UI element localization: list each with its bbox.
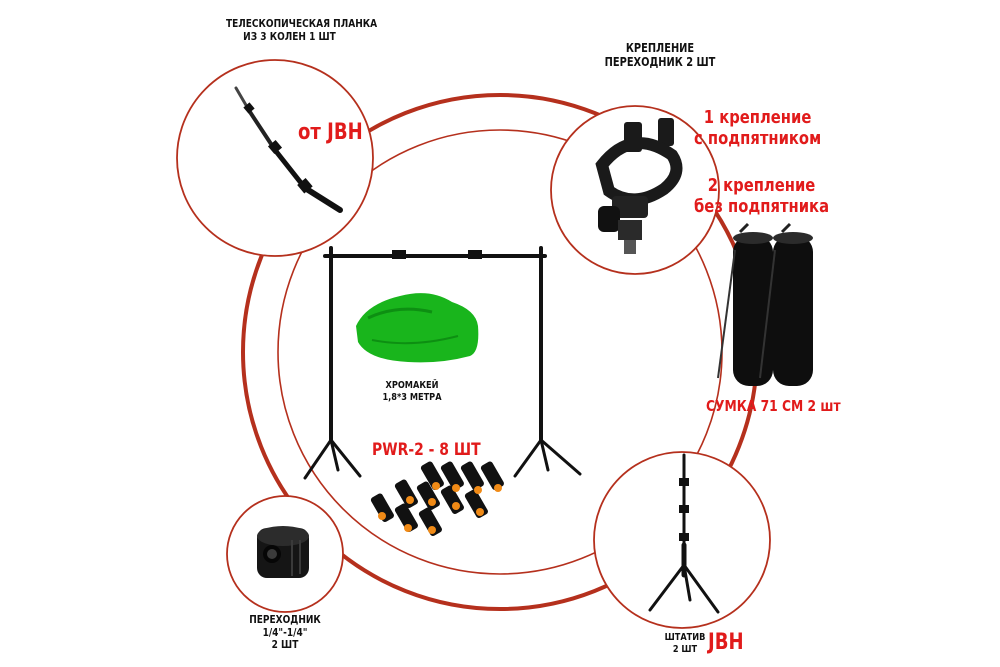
mount-adapter-line-2: ПЕРЕХОДНИК 2 ШТ — [604, 54, 716, 69]
telescopic-bar-icon — [234, 86, 343, 213]
adapter-line-3: 2 ШТ — [271, 638, 299, 652]
backdrop-stand-icon — [303, 246, 582, 480]
tripod-qty: 2 ШТ — [672, 643, 698, 655]
mount-without-spigot-line-2: без подпятника — [694, 195, 830, 217]
adapter-label: ПЕРЕХОДНИК 1/4"-1/4" 2 ШТ — [240, 613, 330, 652]
mount-without-spigot-label: 2 крепление без подпятника — [694, 175, 830, 217]
tripod-brand-label: JBH — [708, 630, 744, 655]
light-stand-icon — [648, 453, 720, 614]
mount-with-spigot-label: 1 крепление с подпятником — [694, 107, 822, 149]
mount-clamp-icon — [595, 118, 683, 254]
clamps-label: PWR-2 - 8 ШТ — [372, 440, 481, 460]
chromakey-line-2: 1,8*3 МЕТРА — [382, 391, 442, 403]
mount-with-spigot-line-1: 1 крепление — [703, 107, 812, 128]
chromakey-line-1: ХРОМАКЕЙ — [385, 380, 439, 391]
mount-adapter-label: КРЕПЛЕНИЕ ПЕРЕХОДНИК 2 ШТ — [603, 41, 718, 70]
telescopic-bar-label: ТЕЛЕСКОПИЧЕСКАЯ ПЛАНКА ИЗ 3 КОЛЕН 1 ШТ — [225, 17, 378, 43]
from-brand-label: от JBH — [298, 120, 363, 145]
telescopic-bar-line-2: ИЗ 3 КОЛЕН 1 ШТ — [243, 29, 336, 43]
mount-without-spigot-line-1: 2 крепление — [707, 175, 816, 196]
bag-label: СУМКА 71 СМ 2 шт — [706, 397, 841, 415]
chromakey-label: ХРОМАКЕЙ 1,8*3 МЕТРА — [379, 380, 445, 403]
mount-with-spigot-line-2: с подпятником — [694, 127, 822, 149]
carry-bag-icon — [717, 222, 813, 386]
green-fabric-icon — [356, 293, 479, 363]
thread-adapter-icon — [257, 526, 309, 578]
tripod-word: ШТАТИВ — [664, 632, 706, 643]
adapter-line-1: ПЕРЕХОДНИК — [249, 613, 321, 626]
tripod-label: ШТАТИВ 2 ШТ — [665, 632, 706, 655]
spring-clamp-icon — [370, 461, 504, 537]
telescopic-bar-line-1: ТЕЛЕСКОПИЧЕСКАЯ ПЛАНКА — [225, 17, 378, 30]
adapter-line-2: 1/4"-1/4" — [262, 625, 308, 639]
mount-adapter-line-1: КРЕПЛЕНИЕ — [625, 41, 695, 55]
